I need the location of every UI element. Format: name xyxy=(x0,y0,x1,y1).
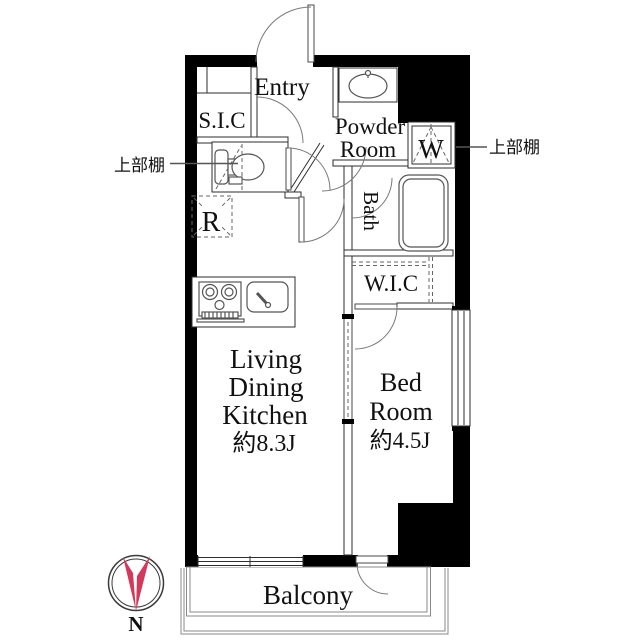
toilet-upper-shelf-marks xyxy=(215,144,243,190)
bedroom-door xyxy=(354,303,398,350)
powder-room-door xyxy=(321,146,367,192)
compass-needle-right xyxy=(136,556,150,611)
room-label-bed2: Room xyxy=(369,397,433,426)
toilet-door xyxy=(285,147,331,191)
genkan-angled-wall xyxy=(289,142,325,193)
exterior-walls xyxy=(185,55,470,567)
room-label-powder1: Powder xyxy=(335,114,406,139)
room-label-bed1: Bed xyxy=(380,368,422,397)
bedroom-window xyxy=(451,306,471,431)
compass-needle-left xyxy=(123,557,136,611)
hall-door xyxy=(256,96,304,144)
room-label-ldk2: Dining xyxy=(228,372,303,402)
room-label-bath: Bath xyxy=(359,191,383,231)
sliding-door xyxy=(342,314,354,424)
toilet-icon xyxy=(214,149,265,185)
room-label-ldk1: Living xyxy=(230,344,302,374)
room-label-powder2: Room xyxy=(340,137,396,162)
bathtub-icon xyxy=(398,174,449,252)
compass-north-label: N xyxy=(128,612,143,636)
sic-shelves xyxy=(197,67,251,94)
stove-icon xyxy=(196,281,245,323)
room-size-ldk: 約8.3J xyxy=(232,430,295,457)
compass-icon xyxy=(107,554,165,612)
vanity-sink-icon xyxy=(338,67,398,103)
ldk-window xyxy=(197,556,304,567)
bath-door xyxy=(351,177,393,219)
label-fridge: R xyxy=(202,207,221,238)
fridge-icon xyxy=(191,195,233,238)
room-label-wic: W.I.C xyxy=(364,271,418,296)
ldk-door xyxy=(298,196,345,243)
washer-icon xyxy=(407,121,456,169)
room-label-sic: S.I.C xyxy=(198,108,245,133)
room-label-balcony: Balcony xyxy=(263,580,353,610)
label-washer: W xyxy=(418,134,444,164)
kitchen-sink-icon xyxy=(246,281,289,313)
balcony-outline xyxy=(180,566,449,635)
balcony-door xyxy=(355,555,389,595)
annotation-shelf-left: 上部棚 xyxy=(114,156,165,175)
wic-hanger-marks xyxy=(352,257,433,302)
annotation-shelf-right: 上部棚 xyxy=(489,138,540,157)
entry-door xyxy=(255,4,315,63)
room-size-bed: 約4.5J xyxy=(370,428,431,453)
room-label-ldk3: Kitchen xyxy=(222,400,308,430)
room-label-entry: Entry xyxy=(254,74,310,101)
